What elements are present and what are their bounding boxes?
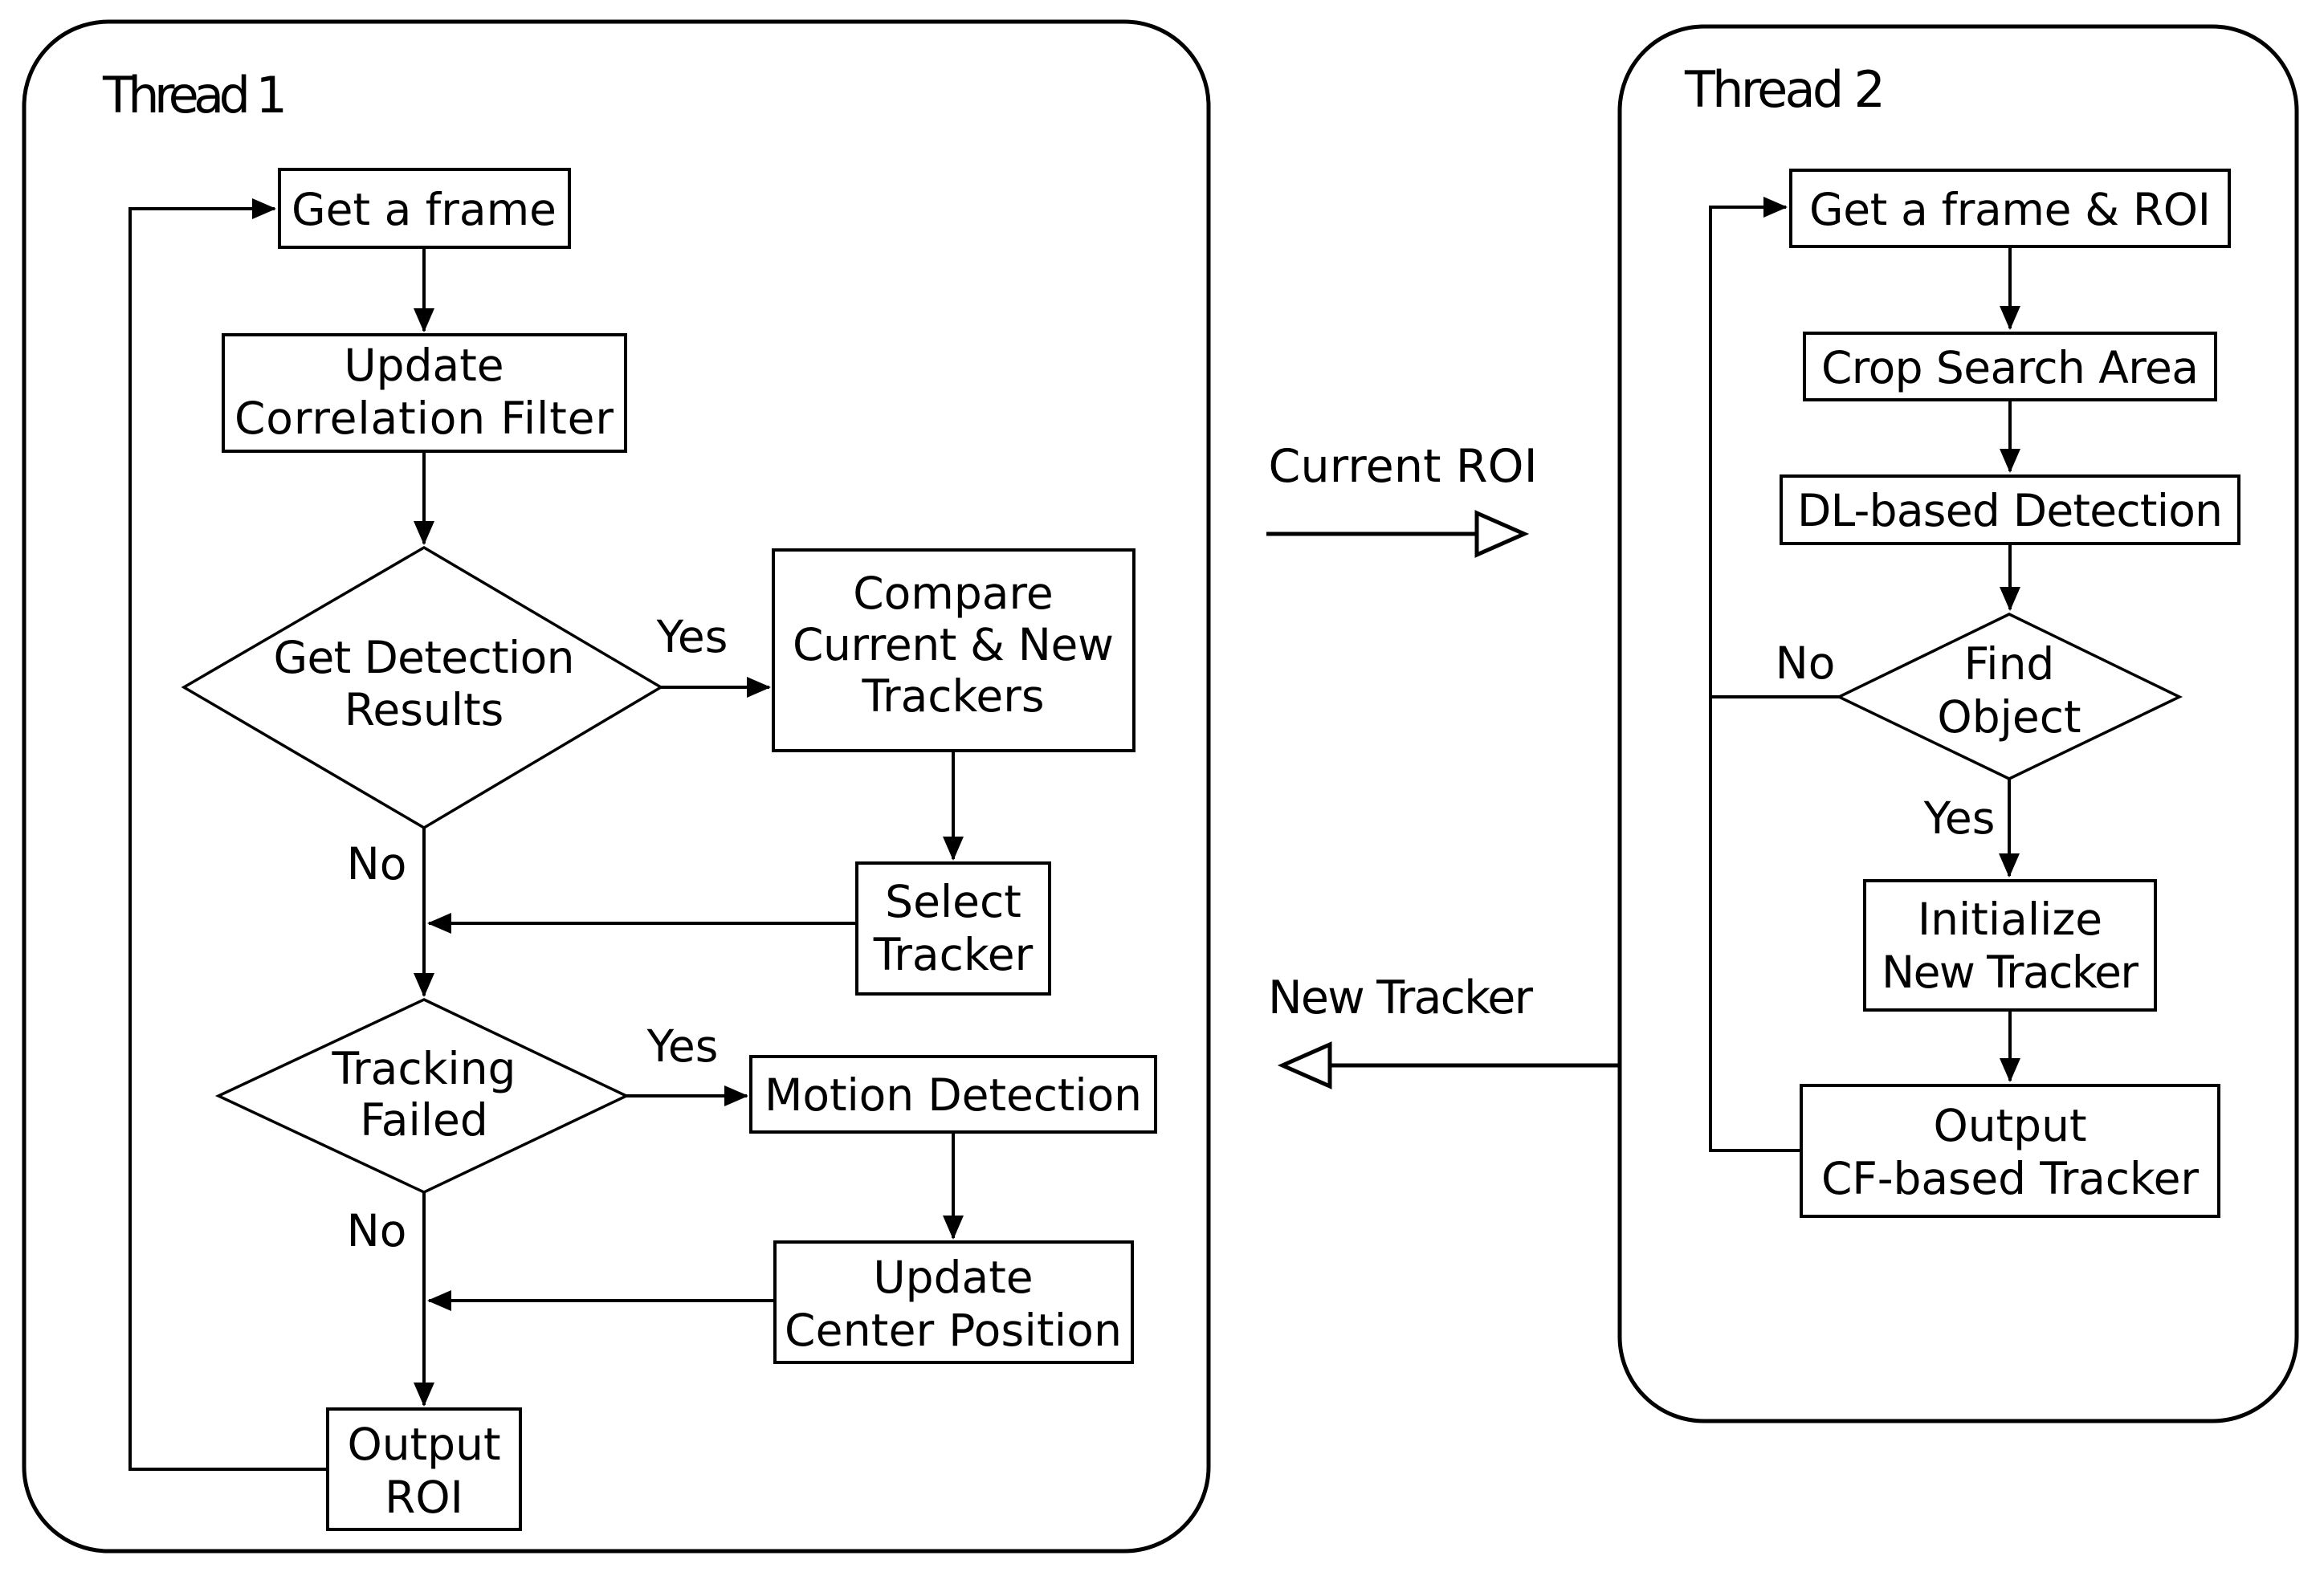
branch-label-detection-no: No — [347, 838, 407, 890]
node-update-correlation-filter: Update Correlation Filter — [222, 333, 627, 453]
node-output-roi: Output ROI — [326, 1407, 522, 1531]
decision-tracking-failed-line2: Failed — [360, 1094, 488, 1146]
decision-tracking-failed: Tracking Failed — [214, 998, 630, 1194]
thread2-label: Thread 2 — [1684, 60, 1886, 119]
node-select-tracker-line1: Select — [885, 876, 1021, 927]
node-get-a-frame-label: Get a frame — [292, 184, 557, 235]
decision-find-object-shape — [1835, 613, 2183, 780]
decision-tracking-failed-shape — [214, 998, 630, 1194]
node-output-cf-tracker-line2: CF-based Tracker — [1821, 1153, 2199, 1204]
channel-label-new-tracker: New Tracker — [1268, 971, 1534, 1024]
node-initialize-new-tracker-box — [1863, 879, 2157, 1012]
node-get-a-frame-roi-label: Get a frame & ROI — [1809, 184, 2211, 235]
edge-outputroi-loop-to-getframe — [128, 198, 328, 1471]
decision-tracking-failed-line1: Tracking — [332, 1043, 516, 1094]
node-compare-trackers-line3: Trackers — [861, 670, 1044, 722]
node-select-tracker-line2: Tracker — [873, 929, 1034, 980]
node-update-center-position-box — [773, 1240, 1134, 1364]
edge-outputcf-loop-to-getframeroi — [1709, 197, 1801, 1152]
node-get-a-frame-roi: Get a frame & ROI — [1789, 169, 2231, 248]
node-select-tracker: Select Tracker — [855, 861, 1051, 996]
decision-get-detection-results-line1: Get Detection — [274, 632, 575, 683]
node-output-cf-tracker: Output CF-based Tracker — [1800, 1084, 2220, 1218]
node-compare-trackers: Compare Current & New Trackers — [772, 548, 1135, 752]
node-update-center-position: Update Center Position — [773, 1240, 1134, 1364]
node-motion-detection: Motion Detection — [749, 1055, 1157, 1134]
decision-find-object-line2: Object — [1937, 691, 2081, 743]
node-crop-search-area: Crop Search Area — [1803, 332, 2217, 401]
decision-get-detection-results-line2: Results — [345, 684, 504, 735]
node-output-roi-line2: ROI — [385, 1472, 463, 1523]
node-select-tracker-box — [855, 861, 1051, 996]
branch-label-failed-no: No — [347, 1205, 407, 1256]
decision-find-object-line1: Find — [1964, 638, 2055, 690]
node-motion-detection-box — [749, 1055, 1157, 1134]
node-get-a-frame-box — [278, 168, 571, 249]
node-initialize-new-tracker-line2: New Tracker — [1882, 947, 2138, 998]
node-dl-based-detection-label: DL-based Detection — [1797, 485, 2223, 536]
node-update-correlation-filter-line2: Correlation Filter — [234, 393, 614, 444]
thread1-label: Thread 1 — [102, 66, 287, 124]
node-get-a-frame-roi-box — [1789, 169, 2231, 248]
node-update-correlation-filter-line1: Update — [344, 340, 504, 391]
branch-label-detection-yes: Yes — [656, 611, 728, 662]
node-update-center-position-line1: Update — [873, 1252, 1033, 1303]
decision-get-detection-results: Get Detection Results — [181, 545, 664, 830]
branch-label-failed-yes: Yes — [646, 1020, 719, 1072]
channel-label-current-roi: Current ROI — [1269, 440, 1538, 493]
node-crop-search-area-label: Crop Search Area — [1821, 342, 2199, 393]
node-output-cf-tracker-box — [1800, 1084, 2220, 1218]
node-update-center-position-line2: Center Position — [785, 1305, 1122, 1356]
node-dl-based-detection-box — [1780, 474, 2240, 545]
node-motion-detection-label: Motion Detection — [764, 1069, 1142, 1121]
node-dl-based-detection: DL-based Detection — [1780, 474, 2240, 545]
thread2-border — [1617, 24, 2299, 1423]
node-compare-trackers-line1: Compare — [853, 568, 1054, 619]
node-compare-trackers-box — [772, 548, 1135, 752]
thread1-panel: Thread 1 Get a frame Update Correlation … — [22, 19, 1211, 1554]
thread1-border — [22, 19, 1211, 1554]
inter-thread-channels: Current ROI New Tracker — [1266, 440, 1620, 1089]
node-initialize-new-tracker-line1: Initialize — [1918, 894, 2102, 945]
branch-label-find-yes: Yes — [1923, 792, 1996, 844]
thread2-panel: Thread 2 Get a frame & ROI Crop Search A… — [1617, 24, 2299, 1423]
node-output-roi-line1: Output — [347, 1419, 500, 1470]
node-output-cf-tracker-line1: Output — [1933, 1100, 2086, 1151]
node-compare-trackers-line2: Current & New — [793, 619, 1114, 670]
branch-label-find-no: No — [1776, 637, 1836, 689]
node-output-roi-box — [326, 1407, 522, 1531]
node-crop-search-area-box — [1803, 332, 2217, 401]
node-update-correlation-filter-box — [222, 333, 627, 453]
node-get-a-frame: Get a frame — [278, 168, 571, 249]
decision-get-detection-results-shape — [181, 545, 664, 830]
decision-find-object: Find Object — [1835, 613, 2183, 780]
node-initialize-new-tracker: Initialize New Tracker — [1863, 879, 2157, 1012]
